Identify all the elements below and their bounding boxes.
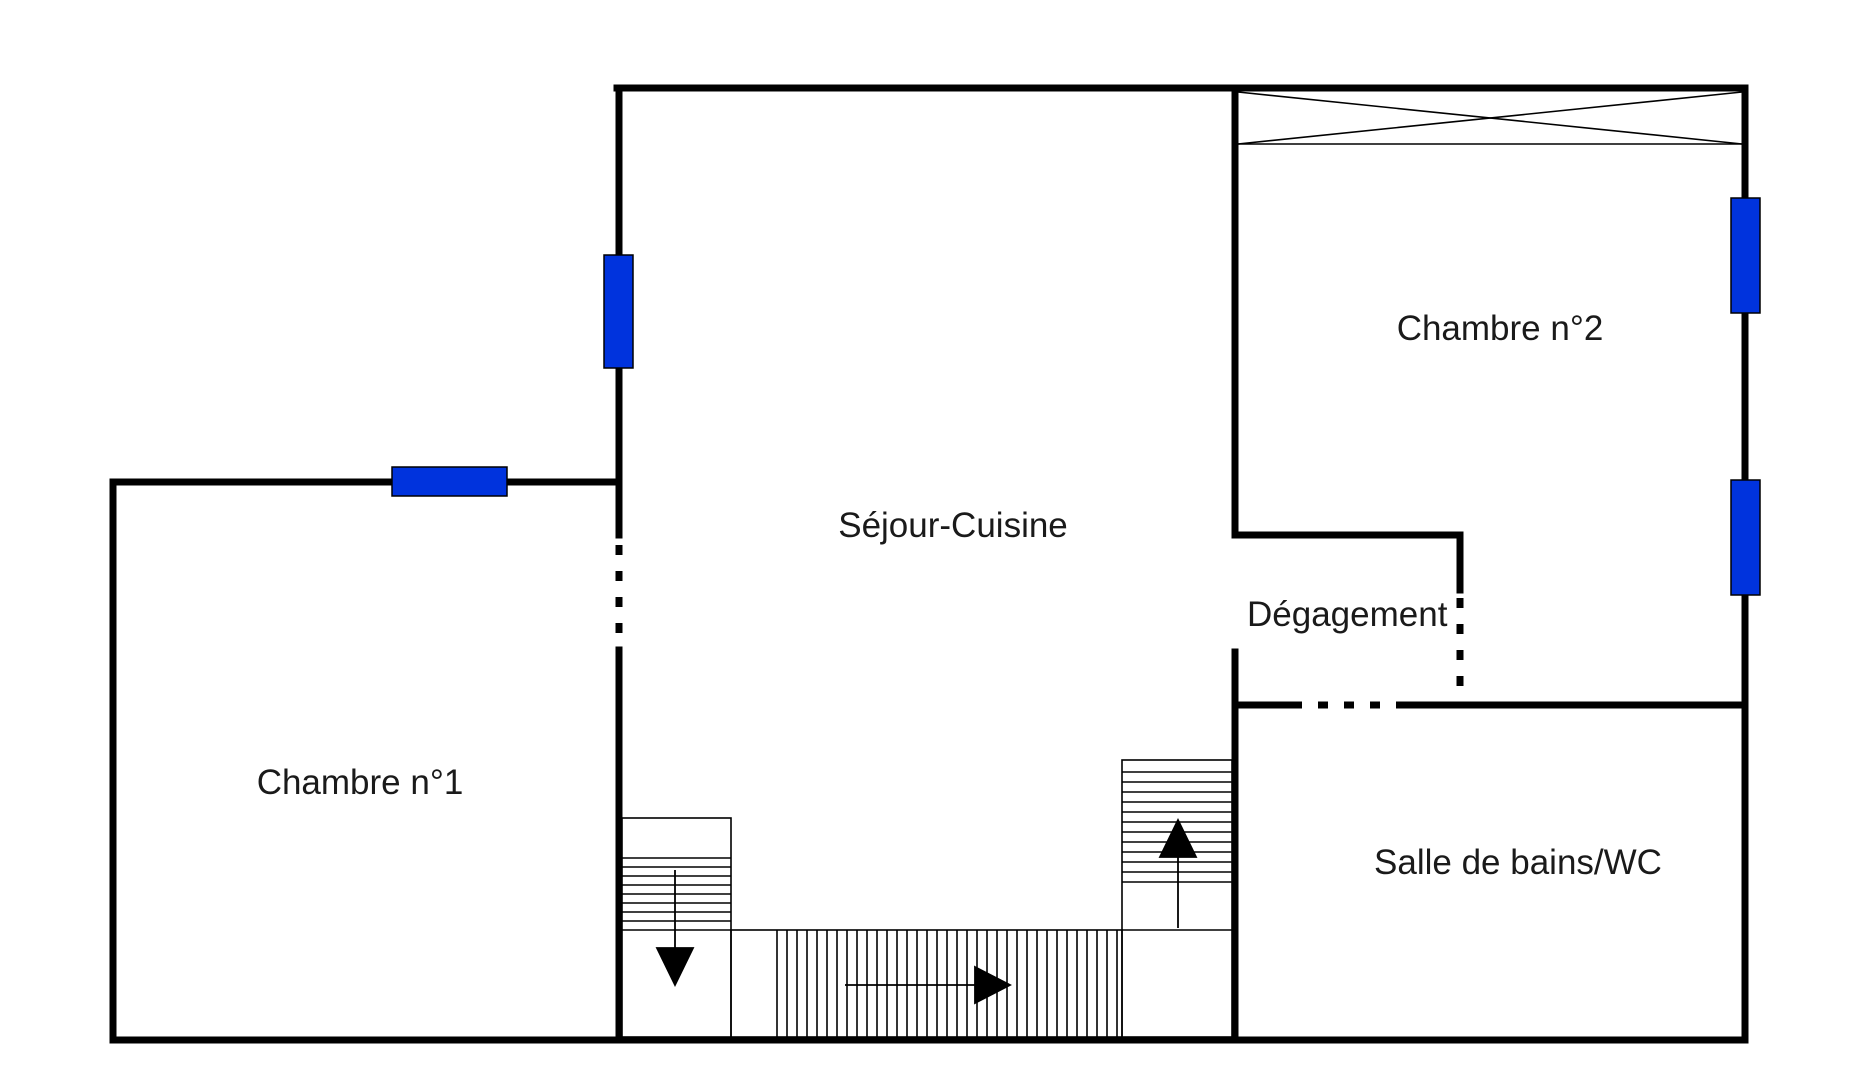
stair-right-flight [1121, 759, 1233, 1038]
window-chambre2-a [1730, 197, 1761, 314]
closet [1237, 91, 1743, 145]
room-labels: Chambre n°1 Séjour-Cuisine Chambre n°2 D… [257, 309, 1662, 882]
room-label-sejour: Séjour-Cuisine [838, 506, 1068, 545]
stair-arrow-right-icon [974, 965, 1012, 1005]
stair-arrow-down-icon [655, 947, 695, 988]
room-label-chambre1: Chambre n°1 [257, 763, 464, 802]
room-label-sdb: Salle de bains/WC [1374, 843, 1662, 882]
walls [109, 84, 1749, 1044]
window-chambre2-b [1730, 479, 1761, 596]
room-label-chambre2: Chambre n°2 [1397, 309, 1604, 348]
room-label-degagement: Dégagement [1247, 595, 1448, 634]
stair-left-steps [622, 857, 731, 922]
windows [391, 197, 1761, 596]
stair-arrows [655, 817, 1198, 1005]
stair-arrow-up-icon [1158, 817, 1198, 858]
stair-bottom-steps [776, 930, 1118, 1037]
window-chambre1 [391, 466, 508, 497]
stair-left-flight [621, 817, 732, 1038]
doors [615, 545, 1464, 709]
window-sejour [603, 254, 634, 369]
staircase [621, 759, 1233, 1038]
